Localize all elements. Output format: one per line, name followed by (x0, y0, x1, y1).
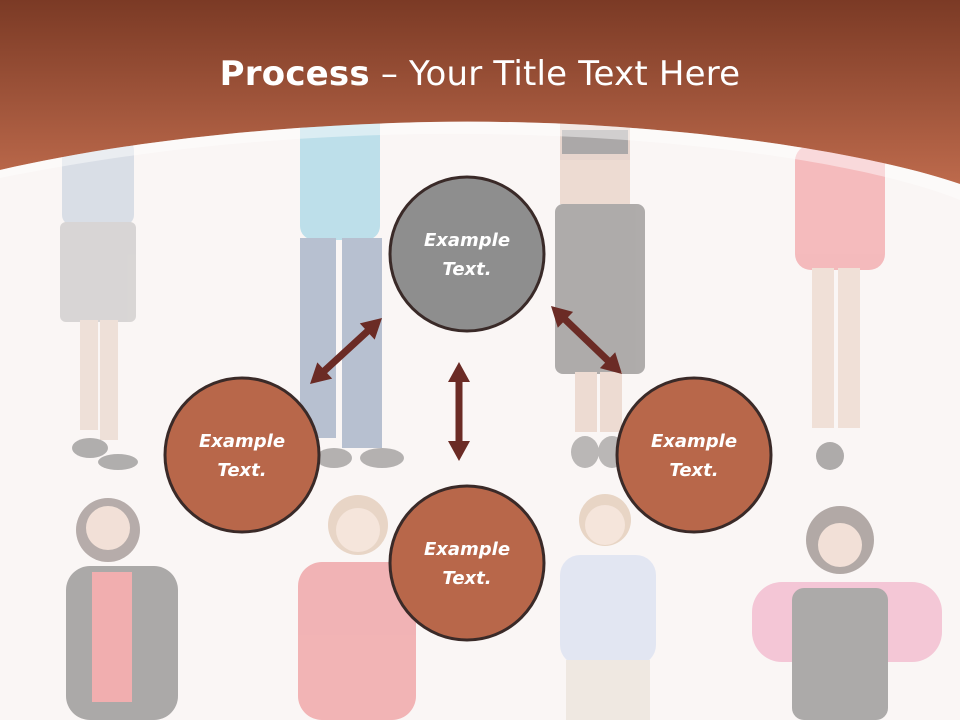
background-photo-collage (60, 110, 942, 720)
person-figure-4 (795, 145, 885, 470)
person-figure-2 (300, 110, 404, 468)
node-label-line2-bottom: Text. (442, 568, 491, 589)
person-figure-7 (560, 494, 656, 720)
process-nodes: ExampleText.ExampleText.ExampleText.Exam… (163, 175, 773, 642)
title-dash: – (369, 54, 410, 94)
header-swoosh-highlight (0, 121, 960, 200)
node-label-line1-right: Example (651, 431, 737, 452)
arrow-vertical (448, 362, 470, 461)
node-label-line2-top: Text. (442, 259, 491, 280)
header-banner (0, 0, 960, 184)
arrows-group (310, 306, 622, 461)
node-label-line1-top: Example (424, 230, 510, 251)
node-circle-left (163, 376, 321, 534)
page-title: Process – Your Title Text Here (0, 52, 960, 96)
node-circle-top (388, 175, 546, 333)
node-label-line2-left: Text. (217, 460, 266, 481)
person-figure-5 (66, 498, 178, 720)
title-rest: Your Title Text Here (409, 54, 741, 94)
person-figure-6 (298, 495, 416, 720)
node-circle-bottom (388, 484, 546, 642)
node-label-line2-right: Text. (669, 460, 718, 481)
node-label-line1-bottom: Example (424, 539, 510, 560)
node-label-line1-left: Example (199, 431, 285, 452)
title-bold: Process (219, 54, 370, 94)
person-figure-8 (752, 506, 942, 720)
arrow-top-left (310, 318, 382, 384)
node-circle-right (615, 376, 773, 534)
arrow-top-right (551, 306, 622, 374)
person-figure-1 (60, 140, 138, 470)
